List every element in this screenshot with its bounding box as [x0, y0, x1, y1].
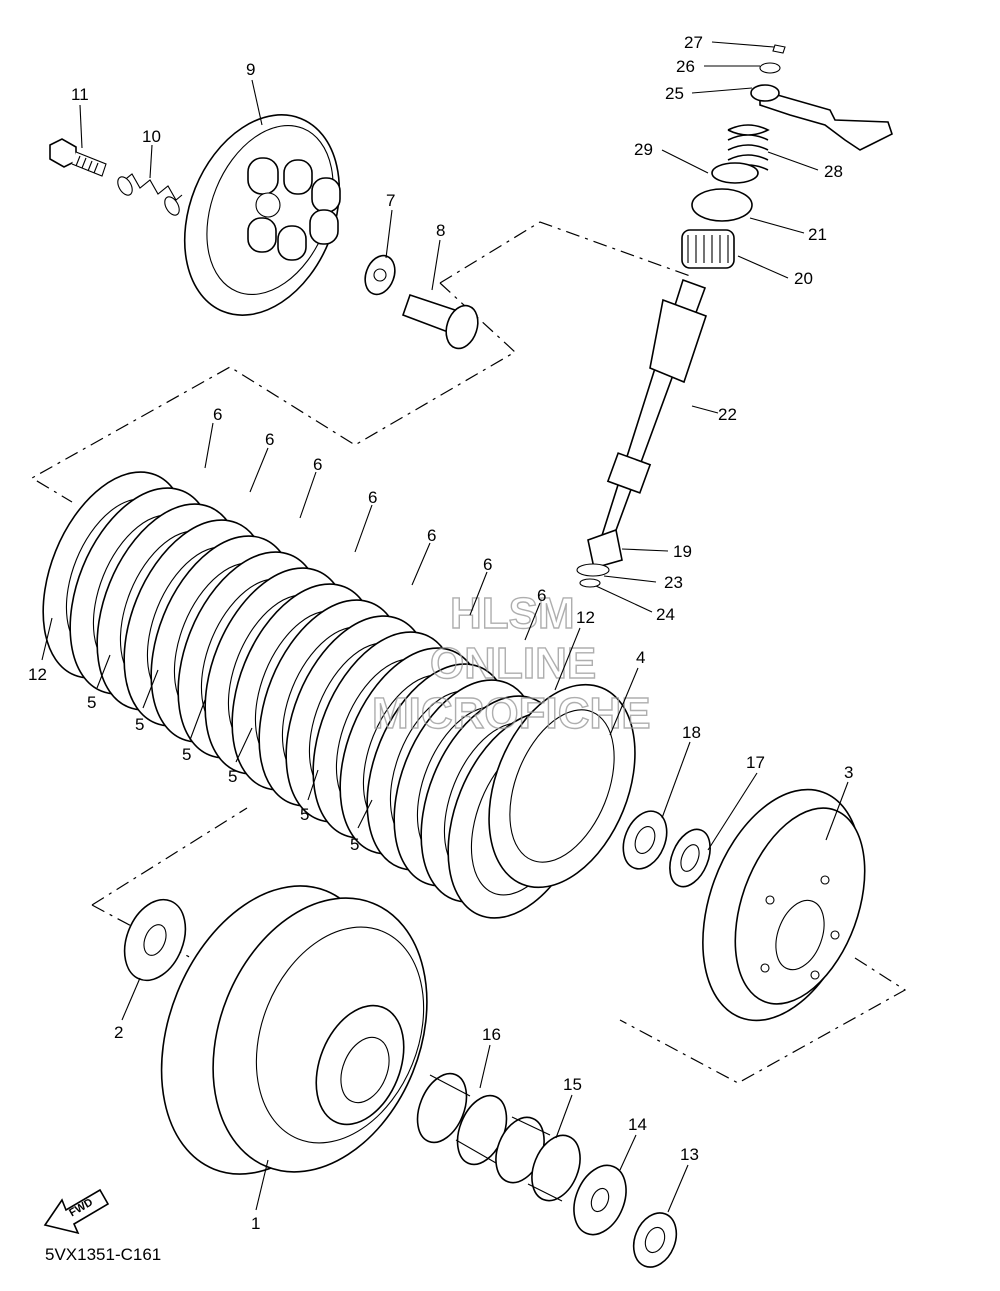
callout-6e: 6	[427, 526, 436, 545]
callout-28: 28	[824, 162, 843, 181]
clutch-boss	[702, 788, 866, 1022]
callout-3: 3	[844, 763, 853, 782]
callout-5a: 5	[87, 693, 96, 712]
spacer	[495, 1116, 581, 1202]
callout-13: 13	[680, 1145, 699, 1164]
fwd-arrow-icon: FWD	[43, 1188, 110, 1235]
clutch-bolt	[49, 138, 107, 177]
shaft-bearing-set	[576, 528, 623, 588]
washer	[573, 1164, 627, 1236]
push-lever-assembly	[681, 44, 893, 269]
callout-21: 21	[808, 225, 827, 244]
callout-24: 24	[656, 605, 675, 624]
callout-6b: 6	[265, 430, 274, 449]
callout-11: 11	[71, 85, 89, 104]
callout-4: 4	[636, 648, 645, 667]
callout-14: 14	[628, 1115, 647, 1134]
callout-5d: 5	[228, 767, 237, 786]
callout-22: 22	[718, 405, 737, 424]
callout-5b: 5	[135, 715, 144, 734]
watermark-line-1: HLSM	[450, 589, 575, 638]
leader-lines	[41, 41, 849, 1213]
callout-6a: 6	[213, 405, 222, 424]
thrust-washer	[123, 898, 187, 982]
diagram-code: 5VX1351-C161	[45, 1245, 161, 1264]
callout-27: 27	[684, 33, 703, 52]
needle-bearing	[416, 1072, 508, 1166]
watermark-line-3: MICROFICHE	[372, 689, 651, 738]
callout-8: 8	[436, 221, 445, 240]
callout-5f: 5	[350, 835, 359, 854]
callout-15: 15	[563, 1075, 582, 1094]
watermark-line-2: ONLINE	[430, 639, 596, 688]
callout-numbers: 1 2 3 4 5 5 5 5 5 5 5 6 6 6 6 6 6 6 6 7 …	[28, 33, 853, 1233]
callout-6c: 6	[313, 455, 322, 474]
clutch-boss-plate	[488, 683, 636, 889]
pressure-plate	[183, 114, 341, 316]
callout-12a: 12	[28, 665, 47, 684]
callout-18: 18	[682, 723, 701, 742]
callout-17: 17	[746, 753, 765, 772]
lock-washer	[669, 828, 711, 888]
callout-6f: 6	[483, 555, 492, 574]
callout-10: 10	[142, 127, 161, 146]
callout-6d: 6	[368, 488, 377, 507]
callout-25: 25	[665, 84, 684, 103]
callout-5c: 5	[182, 745, 191, 764]
callout-2: 2	[114, 1023, 123, 1042]
friction-plate-stack	[42, 471, 593, 919]
callout-9: 9	[246, 60, 255, 79]
watermark: HLSM ONLINE MICROFICHE	[371, 588, 651, 738]
callout-23: 23	[664, 573, 683, 592]
clutch-washer	[622, 810, 668, 870]
clutch-spring	[117, 173, 183, 216]
callout-12b: 12	[576, 608, 595, 627]
nut	[632, 1212, 678, 1268]
callout-20: 20	[794, 269, 813, 288]
push-rod	[401, 293, 479, 350]
clutch-housing	[160, 885, 428, 1175]
callout-19: 19	[673, 542, 692, 561]
push-rod-bearing	[364, 254, 396, 296]
push-rod-shaft	[597, 278, 708, 554]
callout-7: 7	[386, 191, 395, 210]
callout-26: 26	[676, 57, 695, 76]
callout-6g: 6	[537, 586, 546, 605]
callout-1: 1	[251, 1214, 260, 1233]
callout-16: 16	[482, 1025, 501, 1044]
callout-5e: 5	[300, 805, 309, 824]
callout-29: 29	[634, 140, 653, 159]
